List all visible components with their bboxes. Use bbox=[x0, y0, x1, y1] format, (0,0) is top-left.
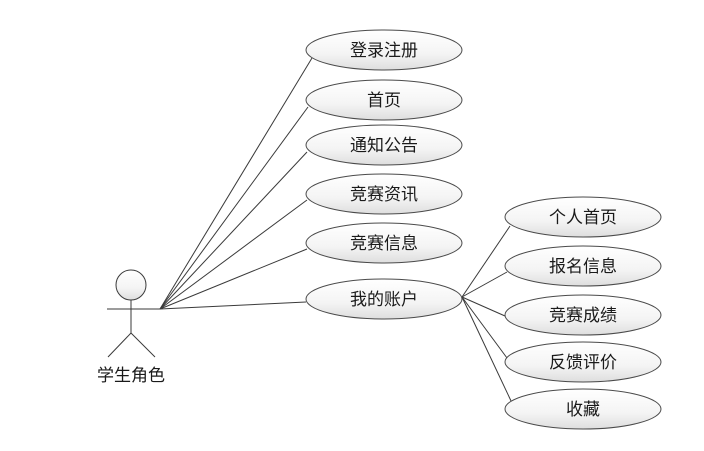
use-case-label: 竞赛成绩 bbox=[549, 305, 617, 326]
use-case-label: 通知公告 bbox=[350, 136, 418, 156]
use-case-profile: 个人首页 bbox=[504, 196, 662, 238]
account-associations bbox=[461, 225, 513, 404]
association-line-account bbox=[159, 301, 307, 310]
association-line-contest-info bbox=[159, 248, 308, 310]
actor-associations bbox=[159, 57, 313, 310]
association-line-favorites bbox=[461, 296, 513, 404]
account-use-cases: 个人首页 报名信息 竞赛成绩 反馈评价 收藏 bbox=[504, 196, 662, 430]
use-case-ellipse bbox=[305, 79, 463, 121]
use-case-home: 首页 bbox=[305, 79, 463, 121]
use-case-favorites: 收藏 bbox=[504, 388, 662, 430]
association-line-login bbox=[159, 57, 313, 310]
use-case-ellipse bbox=[504, 196, 662, 238]
actor-right-leg bbox=[130, 332, 156, 358]
actor-head bbox=[115, 269, 147, 301]
use-case-ellipse bbox=[504, 245, 662, 287]
use-case-label: 竞赛信息 bbox=[350, 233, 418, 254]
association-line-home bbox=[159, 106, 309, 310]
use-case-ellipse bbox=[504, 388, 662, 430]
association-line-news bbox=[159, 199, 308, 310]
association-line-feedback bbox=[461, 296, 508, 359]
association-line-profile bbox=[461, 225, 511, 298]
use-case-account: 我的账户 bbox=[305, 278, 463, 320]
association-line-scores bbox=[461, 296, 506, 317]
use-case-feedback: 反馈评价 bbox=[504, 341, 662, 383]
use-case-login: 登录注册 bbox=[305, 29, 463, 71]
use-case-label: 报名信息 bbox=[549, 257, 617, 277]
use-case-label: 竞赛资讯 bbox=[350, 184, 418, 205]
use-case-label: 反馈评价 bbox=[549, 353, 617, 373]
use-case-label: 收藏 bbox=[566, 400, 600, 420]
use-case-label: 我的账户 bbox=[350, 290, 418, 310]
use-case-ellipse bbox=[305, 222, 463, 264]
actor-left-leg bbox=[107, 332, 132, 358]
use-case-label: 登录注册 bbox=[350, 41, 418, 61]
use-case-ellipse bbox=[305, 278, 463, 320]
use-case-contest-info: 竞赛信息 bbox=[305, 222, 463, 264]
use-case-ellipse bbox=[305, 124, 463, 166]
use-case-registration: 报名信息 bbox=[504, 245, 662, 287]
actor-label: 学生角色 bbox=[97, 366, 165, 386]
association-line-notice bbox=[159, 151, 308, 310]
use-case-label: 个人首页 bbox=[549, 208, 617, 228]
use-case-ellipse bbox=[504, 294, 662, 336]
use-case-ellipse bbox=[305, 29, 463, 71]
use-case-news: 竞赛资讯 bbox=[305, 173, 463, 215]
main-use-cases: 登录注册 首页 通知公告 竞赛资讯 竞赛信息 我的账户 bbox=[305, 29, 463, 320]
use-case-scores: 竞赛成绩 bbox=[504, 294, 662, 336]
use-case-ellipse bbox=[504, 341, 662, 383]
association-line-registration bbox=[461, 271, 508, 298]
use-case-label: 首页 bbox=[367, 91, 401, 111]
actor-student: 学生角色 bbox=[97, 269, 165, 386]
use-case-notice: 通知公告 bbox=[305, 124, 463, 166]
use-case-ellipse bbox=[305, 173, 463, 215]
